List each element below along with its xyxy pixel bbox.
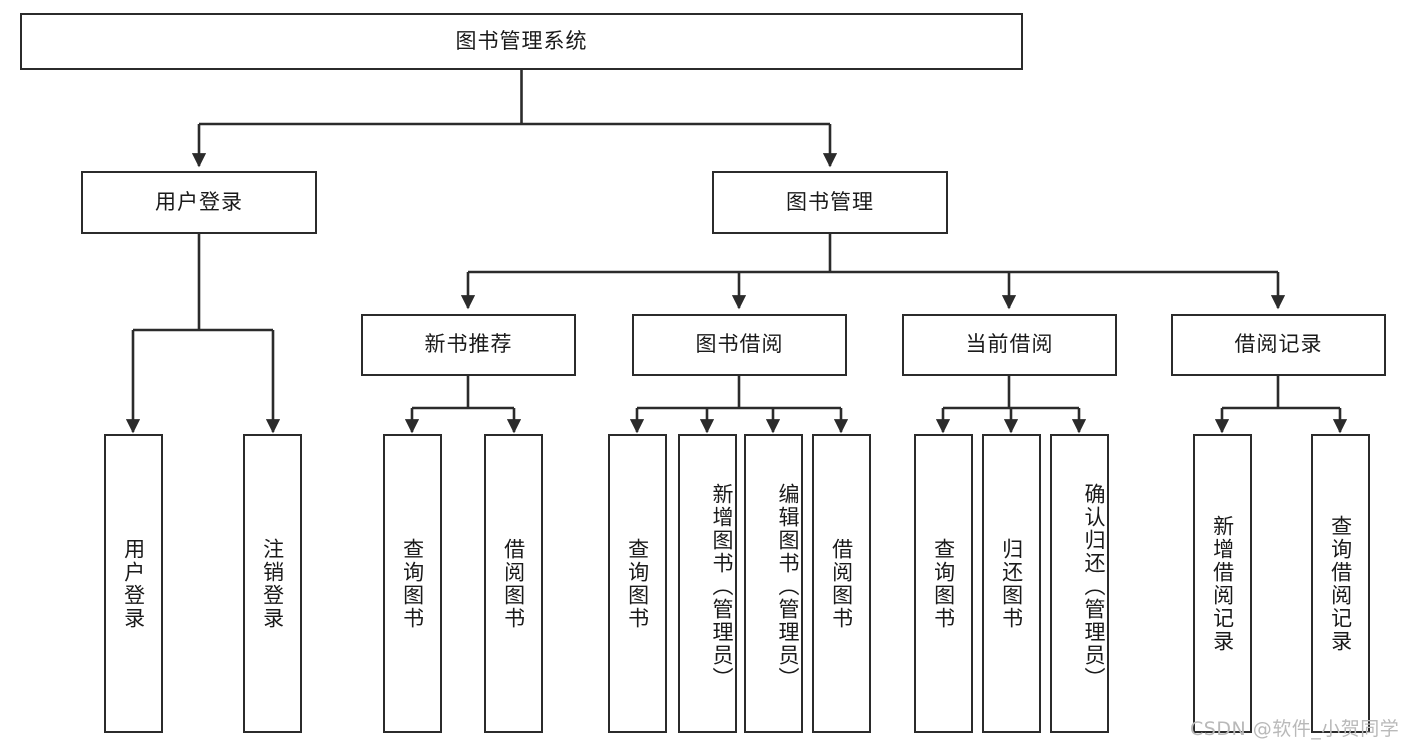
leaf-confirm-return-admin[interactable]: 确认归还（管理员） (1050, 434, 1109, 733)
leaf-borrow-book-borrow[interactable]: 借阅图书 (812, 434, 871, 733)
csdn-watermark: CSDN @软件_小贺同学 (1190, 718, 1400, 740)
node-book-manage[interactable]: 图书管理 (712, 171, 948, 234)
leaf-logout-login[interactable]: 注销登录 (243, 434, 302, 733)
leaf-edit-book-admin[interactable]: 编辑图书（管理员） (744, 434, 803, 733)
leaf-borrow-book-recommend[interactable]: 借阅图书 (484, 434, 543, 733)
leaf-query-book-recommend[interactable]: 查询图书 (383, 434, 442, 733)
node-borrow-record[interactable]: 借阅记录 (1171, 314, 1386, 376)
leaf-return-book[interactable]: 归还图书 (982, 434, 1041, 733)
leaf-user-login[interactable]: 用户登录 (104, 434, 163, 733)
node-root-system[interactable]: 图书管理系统 (20, 13, 1023, 70)
leaf-query-book-borrow[interactable]: 查询图书 (608, 434, 667, 733)
node-current-borrow[interactable]: 当前借阅 (902, 314, 1117, 376)
leaf-add-book-admin[interactable]: 新增图书（管理员） (678, 434, 737, 733)
node-book-borrow[interactable]: 图书借阅 (632, 314, 847, 376)
node-user-login[interactable]: 用户登录 (81, 171, 317, 234)
node-new-book-recommend[interactable]: 新书推荐 (361, 314, 576, 376)
leaf-query-borrow-record[interactable]: 查询借阅记录 (1311, 434, 1370, 733)
leaf-query-book-current[interactable]: 查询图书 (914, 434, 973, 733)
leaf-add-borrow-record[interactable]: 新增借阅记录 (1193, 434, 1252, 733)
